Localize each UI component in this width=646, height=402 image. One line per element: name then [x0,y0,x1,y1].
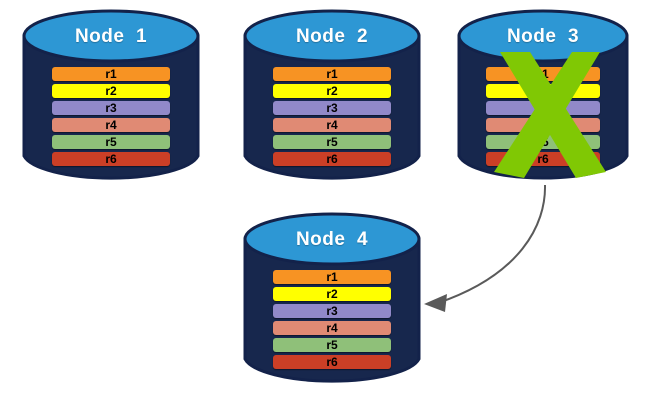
row-r1[interactable]: r1 [52,67,170,81]
row-label-r1: r1 [105,67,117,81]
row-r6[interactable]: r6 [273,152,391,166]
row-r2[interactable]: r2 [486,84,600,98]
row-r1[interactable]: r1 [273,270,391,284]
row-label-r3: r3 [326,304,338,318]
row-label-r4: r4 [326,321,338,335]
row-r4[interactable]: r4 [273,118,391,132]
row-label-r5: r5 [105,135,117,149]
row-r6[interactable]: r6 [486,152,600,166]
row-r2[interactable]: r2 [273,287,391,301]
row-r3[interactable]: r3 [273,304,391,318]
row-r6[interactable]: r6 [52,152,170,166]
node-cylinder-node4[interactable]: Node 4 r1 r2 r3 r4 r5 r6 [243,211,421,387]
row-label-r5: r5 [537,135,549,149]
row-r4[interactable]: r4 [52,118,170,132]
row-label-r1: r1 [326,270,338,284]
row-r5[interactable]: r5 [273,135,391,149]
row-label-r5: r5 [326,338,338,352]
node-cylinder-node1[interactable]: Node 1 r1 r2 r3 r4 r5 r6 [22,8,200,184]
row-r4[interactable]: r4 [273,321,391,335]
row-r3[interactable]: r3 [52,101,170,115]
row-r6[interactable]: r6 [273,355,391,369]
row-label-r5: r5 [326,135,338,149]
row-stack-node4: r1 r2 r3 r4 r5 r6 [243,270,421,369]
row-label-r2: r2 [537,84,549,98]
row-label-r3: r3 [105,101,117,115]
row-r2[interactable]: r2 [52,84,170,98]
row-label-r6: r6 [326,355,338,369]
node-cylinder-node3[interactable]: Node 3 r1 r2 r3 r4 r5 r6 [457,8,629,184]
row-r5[interactable]: r5 [486,135,600,149]
row-stack-node1: r1 r2 r3 r4 r5 r6 [22,67,200,166]
row-label-r3: r3 [326,101,338,115]
node-cylinder-node2[interactable]: Node 2 r1 r2 r3 r4 r5 r6 [243,8,421,184]
row-label-r4: r4 [105,118,117,132]
row-stack-node3: r1 r2 r3 r4 r5 r6 [457,67,629,166]
row-r5[interactable]: r5 [52,135,170,149]
row-label-r2: r2 [326,84,338,98]
row-label-r6: r6 [326,152,338,166]
row-label-r2: r2 [326,287,338,301]
row-label-r4: r4 [537,118,549,132]
row-label-r1: r1 [326,67,338,81]
row-label-r6: r6 [537,152,549,166]
row-r2[interactable]: r2 [273,84,391,98]
row-label-r2: r2 [105,84,117,98]
row-stack-node2: r1 r2 r3 r4 r5 r6 [243,67,421,166]
row-r1[interactable]: r1 [273,67,391,81]
row-r3[interactable]: r3 [273,101,391,115]
row-r3[interactable]: r3 [486,101,600,115]
row-label-r3: r3 [537,101,549,115]
row-r4[interactable]: r4 [486,118,600,132]
row-label-r1: r1 [537,67,549,81]
row-r5[interactable]: r5 [273,338,391,352]
row-r1[interactable]: r1 [486,67,600,81]
row-label-r6: r6 [105,152,117,166]
row-label-r4: r4 [326,118,338,132]
